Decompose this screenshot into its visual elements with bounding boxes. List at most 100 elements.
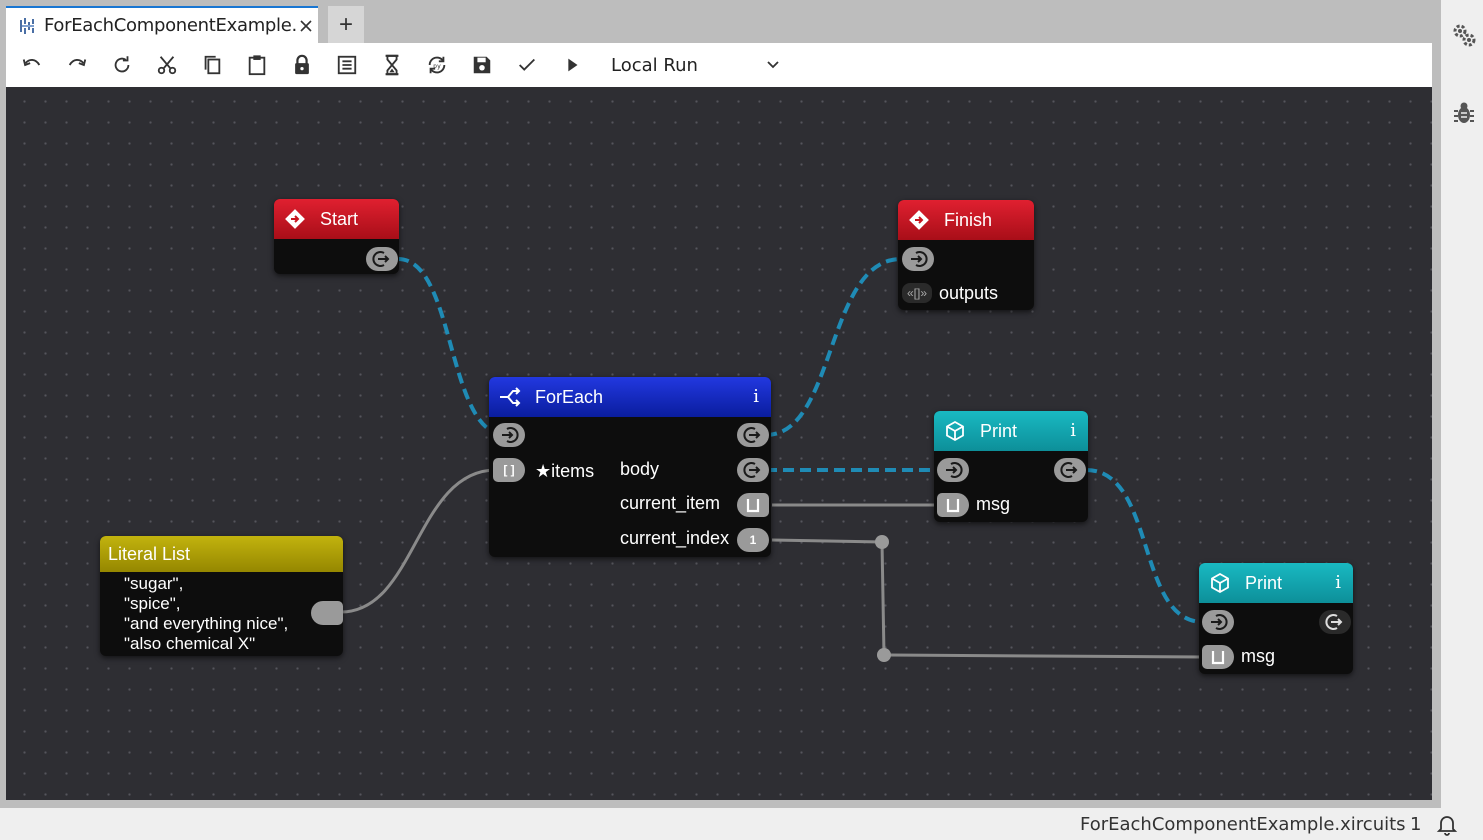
node-title: Start <box>320 208 359 229</box>
wire-waypoint[interactable] <box>877 648 891 662</box>
tab-foreach-example[interactable]: ForEachComponentExample. <box>6 6 318 43</box>
port-out-current-item[interactable] <box>737 493 769 517</box>
redo-button[interactable] <box>62 51 92 79</box>
chevron-down-icon <box>767 61 779 69</box>
port-out-current-index[interactable]: 1 <box>737 528 769 552</box>
port-label-outputs: outputs <box>939 283 999 303</box>
port-in-flow[interactable] <box>493 423 525 447</box>
port-in-msg[interactable] <box>937 493 969 517</box>
node-title: Print <box>980 420 1018 441</box>
diamond-arrow-icon <box>284 208 306 230</box>
wire-current-index-to-msg[interactable] <box>771 538 1204 659</box>
node-foreach-header[interactable]: ForEach i <box>489 377 771 417</box>
port-label-msg: msg <box>976 494 1011 514</box>
port-out-value[interactable] <box>311 601 343 625</box>
bell-icon <box>1436 816 1458 836</box>
list-icon: [ ] <box>503 463 515 477</box>
wire-waypoint[interactable] <box>875 535 889 549</box>
paste-button[interactable] <box>242 51 272 79</box>
right-sidebar <box>1441 0 1483 808</box>
hourglass-button[interactable] <box>377 51 407 79</box>
port-in-items[interactable]: [ ] <box>493 458 525 482</box>
flow-in-icon <box>946 462 963 478</box>
node-finish[interactable]: Finish «[]» outputs <box>898 200 1034 310</box>
xircuits-file-icon <box>18 16 38 36</box>
node-finish-header[interactable]: Finish <box>898 200 1034 240</box>
port-out-flow[interactable] <box>366 247 398 271</box>
compile-button[interactable]: py <box>422 51 452 79</box>
diamond-arrow-icon <box>908 209 930 231</box>
port-in-flow[interactable] <box>937 458 969 482</box>
cube-icon <box>944 420 966 442</box>
list-item: "also chemical X" <box>124 634 256 653</box>
port-in-flow[interactable] <box>902 247 934 271</box>
settings-button[interactable] <box>1451 22 1477 48</box>
node-literal-list[interactable]: Literal List "sugar", "spice", "and ever… <box>100 536 343 656</box>
save-button[interactable] <box>467 51 497 79</box>
dict-icon: «[]» <box>906 286 927 300</box>
notifications-button[interactable] <box>1434 811 1460 837</box>
workflow-canvas[interactable]: Start Finish «[]» outputs <box>6 87 1432 800</box>
info-icon[interactable]: i <box>1335 572 1341 593</box>
run-mode-select[interactable]: Local Run <box>602 47 790 83</box>
status-bar: ForEachComponentExample.xircuits 1 <box>0 808 1483 840</box>
flow-in-icon <box>911 251 928 267</box>
port-out-flow[interactable] <box>1054 458 1086 482</box>
save-icon <box>473 56 491 74</box>
port-in-msg[interactable] <box>1202 645 1234 669</box>
flow-in-icon <box>502 427 519 443</box>
close-icon[interactable] <box>296 16 316 36</box>
literal-list-value: "sugar", "spice", "and everything nice",… <box>124 574 288 654</box>
node-title: ForEach <box>535 386 604 407</box>
node-literal-list-header[interactable]: Literal List <box>100 536 343 572</box>
node-print-2[interactable]: Print i msg <box>1199 563 1353 674</box>
node-foreach[interactable]: ForEach i [ ] ★items body current_item c… <box>489 377 771 557</box>
node-print-1[interactable]: Print i msg <box>934 411 1088 522</box>
port-label-items: ★items <box>535 461 595 481</box>
port-out-flow[interactable] <box>1319 610 1351 634</box>
paste-icon <box>248 55 266 76</box>
svg-text:py: py <box>433 62 441 70</box>
flow-out-icon <box>372 251 390 267</box>
port-label-msg: msg <box>1241 646 1276 666</box>
info-icon[interactable]: i <box>753 386 759 407</box>
wire-foreach-to-finish[interactable] <box>765 257 902 437</box>
node-print-1-header[interactable]: Print i <box>934 411 1088 451</box>
reload-icon <box>114 56 130 73</box>
toolbar: py Local Run <box>6 43 1432 87</box>
check-button[interactable] <box>512 51 542 79</box>
reload-button[interactable] <box>107 51 137 79</box>
log-icon <box>337 55 357 75</box>
int-icon: 1 <box>749 533 757 547</box>
node-start[interactable]: Start <box>274 199 399 274</box>
wire-print1-to-print2[interactable] <box>1085 468 1204 624</box>
flow-out-icon <box>743 427 761 443</box>
branch-icon <box>499 386 521 408</box>
redo-icon <box>68 59 87 67</box>
bug-icon <box>1454 102 1474 123</box>
any-type-icon <box>746 499 760 513</box>
copy-button[interactable] <box>197 51 227 79</box>
lock-button[interactable] <box>287 51 317 79</box>
cut-button[interactable] <box>152 51 182 79</box>
new-tab-button[interactable]: + <box>328 6 364 43</box>
list-item: "sugar", <box>124 574 184 593</box>
log-button[interactable] <box>332 51 362 79</box>
node-start-header[interactable]: Start <box>274 199 399 239</box>
hourglass-icon <box>385 54 399 76</box>
wire-start-to-foreach[interactable] <box>397 257 507 437</box>
debugger-button[interactable] <box>1451 100 1477 126</box>
info-icon[interactable]: i <box>1070 420 1076 441</box>
run-button[interactable] <box>557 51 587 79</box>
port-in-outputs[interactable]: «[]» <box>902 283 932 303</box>
port-out-body[interactable] <box>737 458 769 482</box>
flow-in-icon <box>1211 614 1228 630</box>
port-out-flow[interactable] <box>737 423 769 447</box>
lock-icon <box>295 54 309 75</box>
port-in-flow[interactable] <box>1202 610 1234 634</box>
undo-button[interactable] <box>17 51 47 79</box>
tab-bar: ForEachComponentExample. + <box>0 0 1432 43</box>
node-print-2-header[interactable]: Print i <box>1199 563 1353 603</box>
wire-literal-to-items[interactable] <box>340 468 497 614</box>
